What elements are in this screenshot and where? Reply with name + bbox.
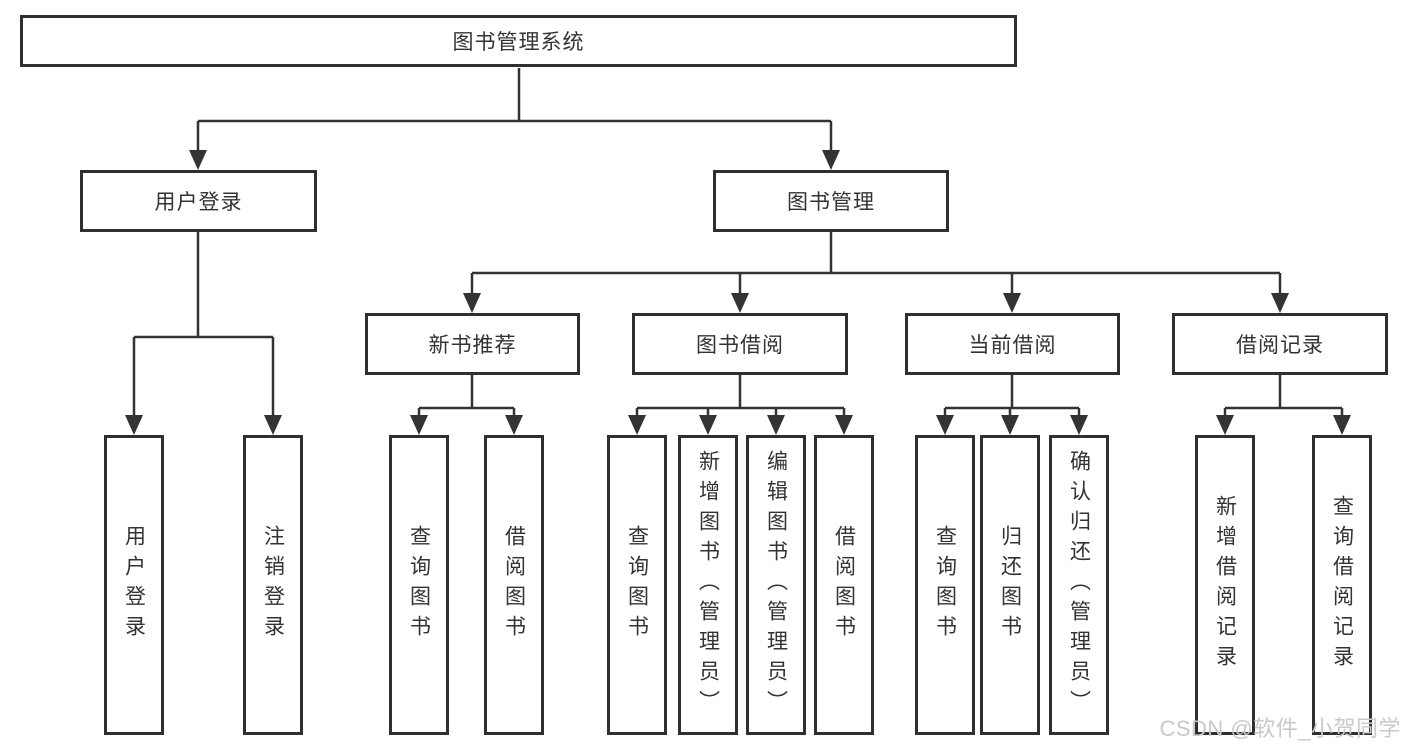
leaf-confirm-return-admin: 确认归还（管理员） — [1049, 435, 1109, 735]
leaf-query-borrow-record-label: 查询借阅记录 — [1330, 495, 1354, 675]
leaf-return-books: 归还图书 — [980, 435, 1040, 735]
node-new-book-recommend: 新书推荐 — [365, 313, 580, 375]
node-borrow-records-label: 借阅记录 — [1236, 334, 1324, 357]
node-book-management-label: 图书管理 — [787, 191, 875, 214]
leaf-logout-label: 注销登录 — [261, 525, 285, 645]
leaf-add-borrow-record-label: 新增借阅记录 — [1213, 495, 1237, 675]
node-borrow-records: 借阅记录 — [1172, 313, 1388, 375]
leaf-borrow-books-recommend: 借阅图书 — [484, 435, 544, 735]
leaf-borrow-books-recommend-label: 借阅图书 — [502, 525, 526, 645]
leaf-borrow-books-borrowing: 借阅图书 — [814, 435, 874, 735]
node-user-login-label: 用户登录 — [154, 191, 243, 214]
leaf-query-books-borrowing: 查询图书 — [607, 435, 667, 735]
leaf-query-books-recommend-label: 查询图书 — [407, 525, 431, 645]
node-book-management: 图书管理 — [713, 170, 949, 232]
leaf-logout: 注销登录 — [243, 435, 303, 735]
node-current-borrowing: 当前借阅 — [905, 313, 1120, 375]
leaf-add-borrow-record: 新增借阅记录 — [1195, 435, 1255, 735]
leaf-query-borrow-record: 查询借阅记录 — [1312, 435, 1372, 735]
leaf-confirm-return-admin-label: 确认归还（管理员） — [1067, 450, 1091, 720]
leaf-query-books-current-label: 查询图书 — [933, 525, 957, 645]
node-new-book-recommend-label: 新书推荐 — [428, 334, 517, 357]
leaf-borrow-books-borrowing-label: 借阅图书 — [832, 525, 856, 645]
leaf-add-books-admin: 新增图书（管理员） — [678, 435, 738, 735]
leaf-return-books-label: 归还图书 — [998, 525, 1022, 645]
leaf-edit-books-admin: 编辑图书（管理员） — [746, 435, 806, 735]
leaf-query-books-borrowing-label: 查询图书 — [625, 525, 649, 645]
leaf-edit-books-admin-label: 编辑图书（管理员） — [764, 450, 788, 720]
leaf-add-books-admin-label: 新增图书（管理员） — [696, 450, 720, 720]
node-book-borrowing: 图书借阅 — [632, 313, 848, 375]
node-current-borrowing-label: 当前借阅 — [968, 334, 1057, 357]
node-root-label: 图书管理系统 — [452, 31, 585, 54]
node-root: 图书管理系统 — [20, 15, 1017, 67]
leaf-user-login-label: 用户登录 — [122, 525, 146, 645]
leaf-user-login: 用户登录 — [104, 435, 164, 735]
watermark: CSDN @软件_小贺同学 — [1159, 716, 1401, 741]
node-book-borrowing-label: 图书借阅 — [696, 334, 784, 357]
node-user-login: 用户登录 — [80, 170, 317, 232]
leaf-query-books-recommend: 查询图书 — [389, 435, 449, 735]
leaf-query-books-current: 查询图书 — [915, 435, 975, 735]
